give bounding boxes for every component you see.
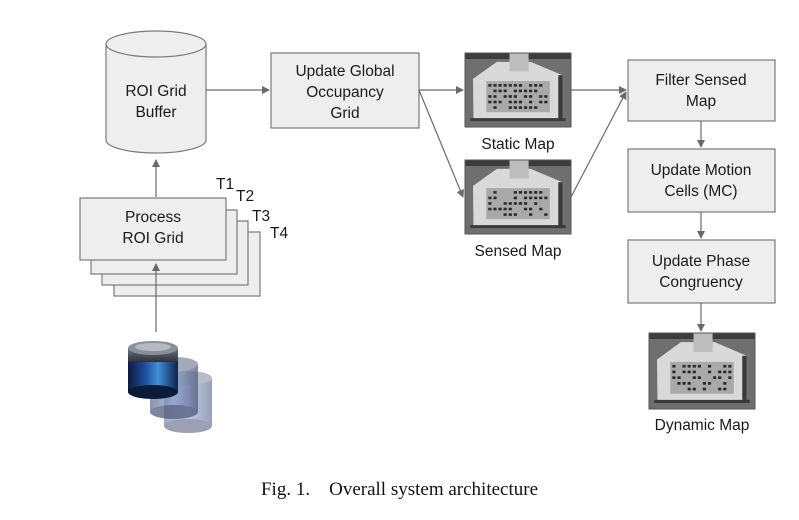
dynamic-map-label: Dynamic Map [655,417,750,434]
lidar-sensor-icon [128,341,212,433]
update-phase-congruency-node: Update Phase Congruency [627,239,776,304]
figure-caption: Fig. 1. Overall system architecture [0,479,799,501]
arrow-global-to-sensed [418,89,465,198]
flow-arrows [152,86,705,332]
time-step-t2-label: T2 [236,188,254,205]
roi-grid-buffer-label-line2: Buffer [135,104,176,121]
time-step-t3-label: T3 [252,208,270,225]
update-motion-label-line1: Update Motion [651,162,752,179]
arrow-sensed-to-filter [570,91,627,198]
static-map-image [464,52,572,128]
update-phase-label-line1: Update Phase [652,253,750,270]
time-step-t1-label: T1 [216,176,234,193]
process-roi-grid-label-line1: Process [125,209,181,226]
update-motion-label-line2: Cells (MC) [664,183,737,200]
roi-grid-buffer-label-line1: ROI Grid [125,83,186,100]
static-map-label: Static Map [481,136,554,153]
sensed-map-label: Sensed Map [474,243,561,260]
filter-sensed-label-line1: Filter Sensed [655,72,746,89]
update-motion-cells-node: Update Motion Cells (MC) [627,148,776,213]
roi-grid-buffer-node: ROI Grid Buffer [105,30,207,154]
update-phase-label-line2: Congruency [659,274,743,291]
system-architecture-diagram: ROI Grid Buffer Process ROI Grid T1 T2 T… [79,30,776,434]
figure-caption-label: Fig. 1. [260,479,311,500]
figure-caption-text: Overall system architecture [329,479,539,500]
time-step-t4-label: T4 [270,225,288,242]
process-roi-grid-label-line2: ROI Grid [122,230,183,247]
update-global-label-line3: Grid [330,105,359,122]
dynamic-map-image [648,332,756,410]
sensed-map-image [464,159,572,235]
update-global-label-line2: Occupancy [306,84,384,101]
filter-sensed-map-node: Filter Sensed Map [627,59,776,122]
update-global-label-line1: Update Global [295,63,394,80]
update-global-occupancy-grid-node: Update Global Occupancy Grid [270,52,420,129]
process-roi-grid-stack: Process ROI Grid T1 T2 T3 T4 [79,176,288,297]
filter-sensed-label-line2: Map [686,93,716,110]
process-roi-grid-node [79,197,227,261]
